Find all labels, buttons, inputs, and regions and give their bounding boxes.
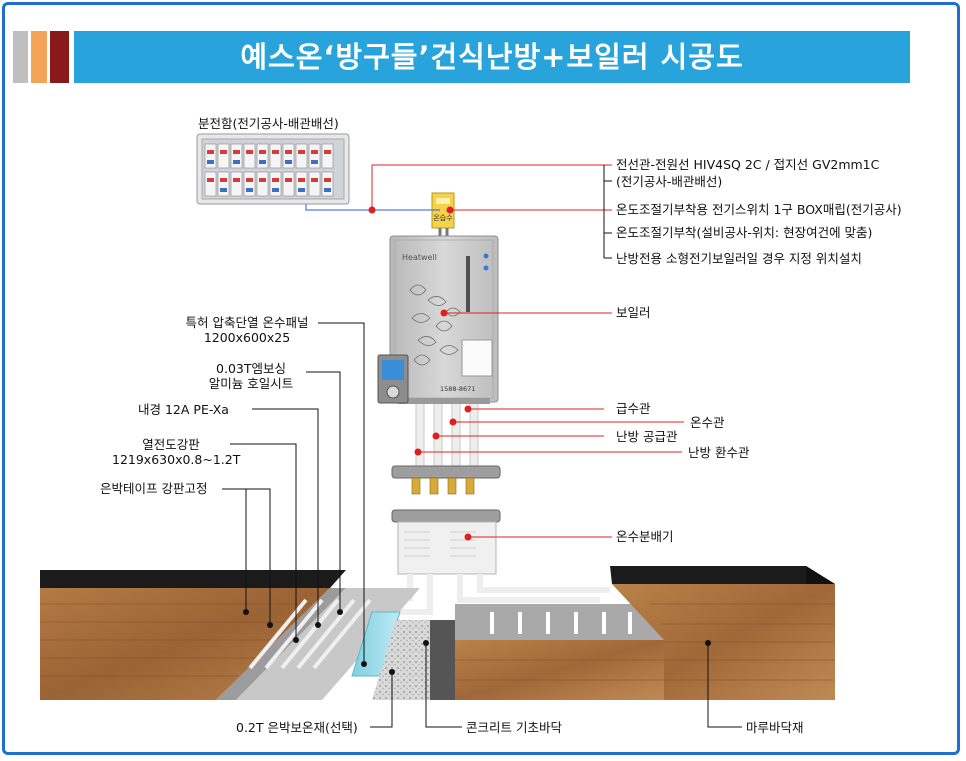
- left-floor-section: [40, 570, 455, 700]
- label-panel: 특허 압축단열 온수패널 1200x600x25: [178, 315, 316, 345]
- right-floor-section: [455, 566, 835, 700]
- label-thermo-mount: 온도조절기부착(설비공사-위치: 현장여건에 맞춤): [616, 225, 873, 240]
- label-distributor: 온수분배기: [616, 529, 674, 544]
- label-hot-water: 온수관: [690, 415, 725, 430]
- label-small-boiler: 난방전용 소형전기보일러일 경우 지정 위치설치: [616, 251, 862, 266]
- color-strip-darkred: [50, 31, 69, 83]
- label-steel-name: 열전도강판: [142, 437, 200, 452]
- color-strip-gray: [13, 31, 28, 83]
- hot-water-distributor: [391, 465, 501, 575]
- label-distribution-box: 분전함(전기공사-배관배선): [198, 116, 339, 131]
- boiler: [389, 235, 499, 404]
- label-cable-1: 전선관-전원선 HIV4SQ 2C / 접지선 GV2mm1C: [616, 157, 880, 172]
- title-bar: [74, 31, 910, 83]
- label-boiler: 보일러: [616, 305, 651, 320]
- distribution-box: [196, 133, 350, 205]
- label-panel-size: 1200x600x25: [203, 330, 291, 345]
- color-strip-orange: [31, 31, 47, 83]
- label-concrete: 콘크리트 기초바닥: [466, 720, 562, 735]
- label-heat-supply: 난방 공급관: [616, 429, 678, 444]
- label-steel: 열전도강판 1219x630x0.8~1.2T: [112, 437, 241, 467]
- label-tape: 은박테이프 강판고정: [100, 481, 208, 496]
- label-cable-2: (전기공사-배관배선): [616, 174, 723, 189]
- label-supply-water: 급수관: [616, 401, 651, 416]
- boiler-phone: 1588-8671: [440, 385, 475, 393]
- label-floor: 마루바닥재: [746, 720, 804, 735]
- label-emboss: 0.03T엠보싱 알미늄 호일시트: [196, 361, 306, 391]
- label-emboss-desc: 알미늄 호일시트: [208, 376, 294, 391]
- leader-dots: [243, 206, 711, 675]
- thermostat-controller: [377, 354, 409, 404]
- label-panel-name: 특허 압축단열 온수패널: [185, 315, 309, 330]
- label-pipe: 내경 12A PE-Xa: [138, 402, 229, 417]
- leader-lines: [222, 164, 742, 728]
- label-heat-return: 난방 환수관: [688, 445, 750, 460]
- switch-box-label: 온습수: [433, 213, 453, 222]
- label-thermo-switch: 온도조절기부착용 전기스위치 1구 BOX매립(전기공사): [616, 202, 902, 217]
- page-title: 예스온‘방구들’건식난방+보일러 시공도: [240, 40, 744, 74]
- label-emboss-name: 0.03T엠보싱: [216, 361, 286, 376]
- label-insulation: 0.2T 은박보온재(선택): [236, 720, 358, 735]
- label-steel-size: 1219x630x0.8~1.2T: [112, 452, 241, 467]
- boiler-brand: Heatwell: [402, 253, 437, 262]
